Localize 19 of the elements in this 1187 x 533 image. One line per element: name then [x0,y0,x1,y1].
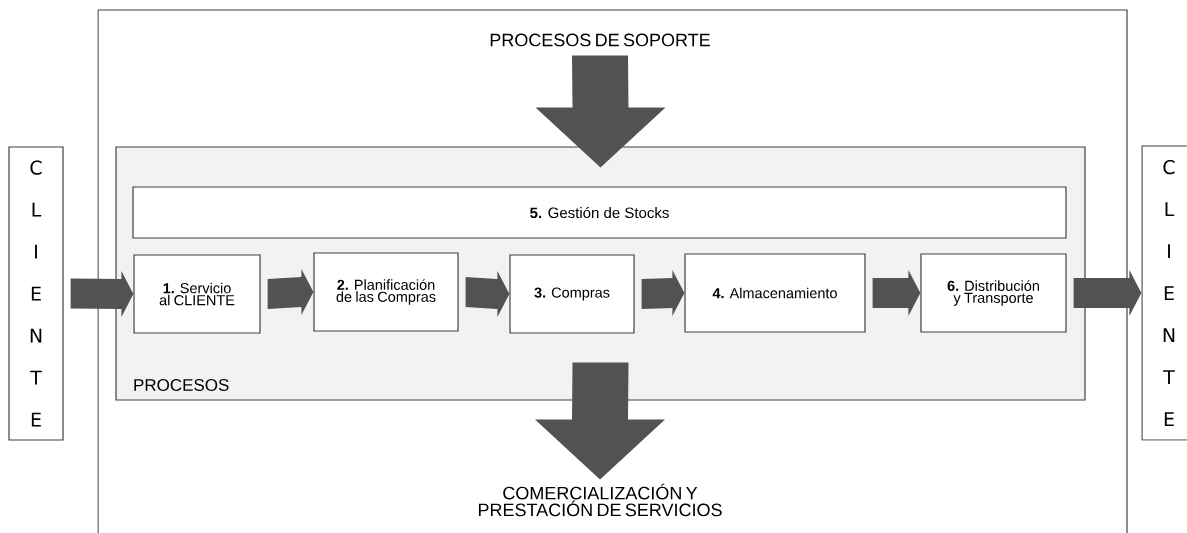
block-arrow [267,269,314,315]
block-arrow [535,362,665,480]
process-bar: 5. Gestión de Stocks [132,186,1067,239]
heading-text: COMERCIALIZACIÓN Y PRESTACIÓN DE SERVICIOS [478,483,722,517]
block-arrow [1073,270,1142,316]
process-box: 1. Servicio al CLIENTE [133,254,261,334]
process-box: 2. Planificación de las Compras [313,252,459,332]
block-arrow [872,270,921,316]
process-box: 4. Almacenamiento [684,253,866,333]
process-box: 6. Distribución y Transporte [920,253,1067,333]
block-arrow [70,271,134,317]
client-box: C L I E N T E [1141,145,1187,441]
process-box: 3. Compras [509,254,635,334]
block-arrow [465,271,510,317]
support-frame [97,9,1128,533]
client-box: C L I E N T E [8,146,64,441]
heading-text: PROCESOS DE SOPORTE [490,33,710,47]
block-arrow [535,55,666,168]
block-arrow [641,270,685,316]
